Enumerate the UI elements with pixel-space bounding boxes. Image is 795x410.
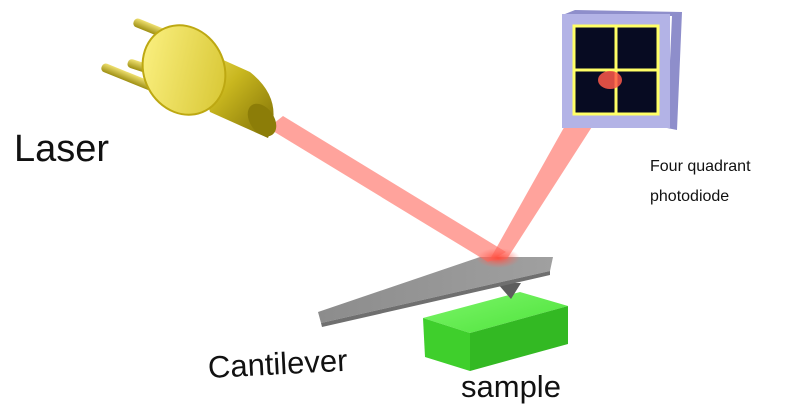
cantilever-top	[318, 257, 553, 323]
laser-aperture	[247, 103, 277, 137]
laser-cap	[141, 24, 227, 116]
laser-label: Laser	[14, 128, 110, 170]
photodiode-beam-spot	[598, 71, 622, 89]
cantilever-label: Cantilever	[207, 342, 349, 385]
photodiode-label-line1: Four quadrant	[650, 158, 751, 175]
cantilever	[318, 257, 553, 327]
four-quadrant-photodiode-icon	[562, 10, 682, 130]
sample-block	[423, 292, 568, 371]
laser-diode-icon	[101, 18, 277, 138]
beam-spot	[476, 248, 520, 268]
incident-beam	[268, 116, 506, 262]
photodiode-label: Four quadrant photodiode	[650, 152, 751, 212]
sample-front-face	[423, 318, 470, 371]
cantilever-tip	[497, 283, 521, 299]
sample-top-face	[423, 292, 568, 333]
photodiode-label-line2: photodiode	[650, 188, 730, 205]
cantilever-front-edge	[321, 271, 550, 327]
photodiode-frame-side	[565, 10, 682, 130]
sample-side-face	[470, 306, 568, 371]
sample-label: sample	[461, 369, 561, 404]
